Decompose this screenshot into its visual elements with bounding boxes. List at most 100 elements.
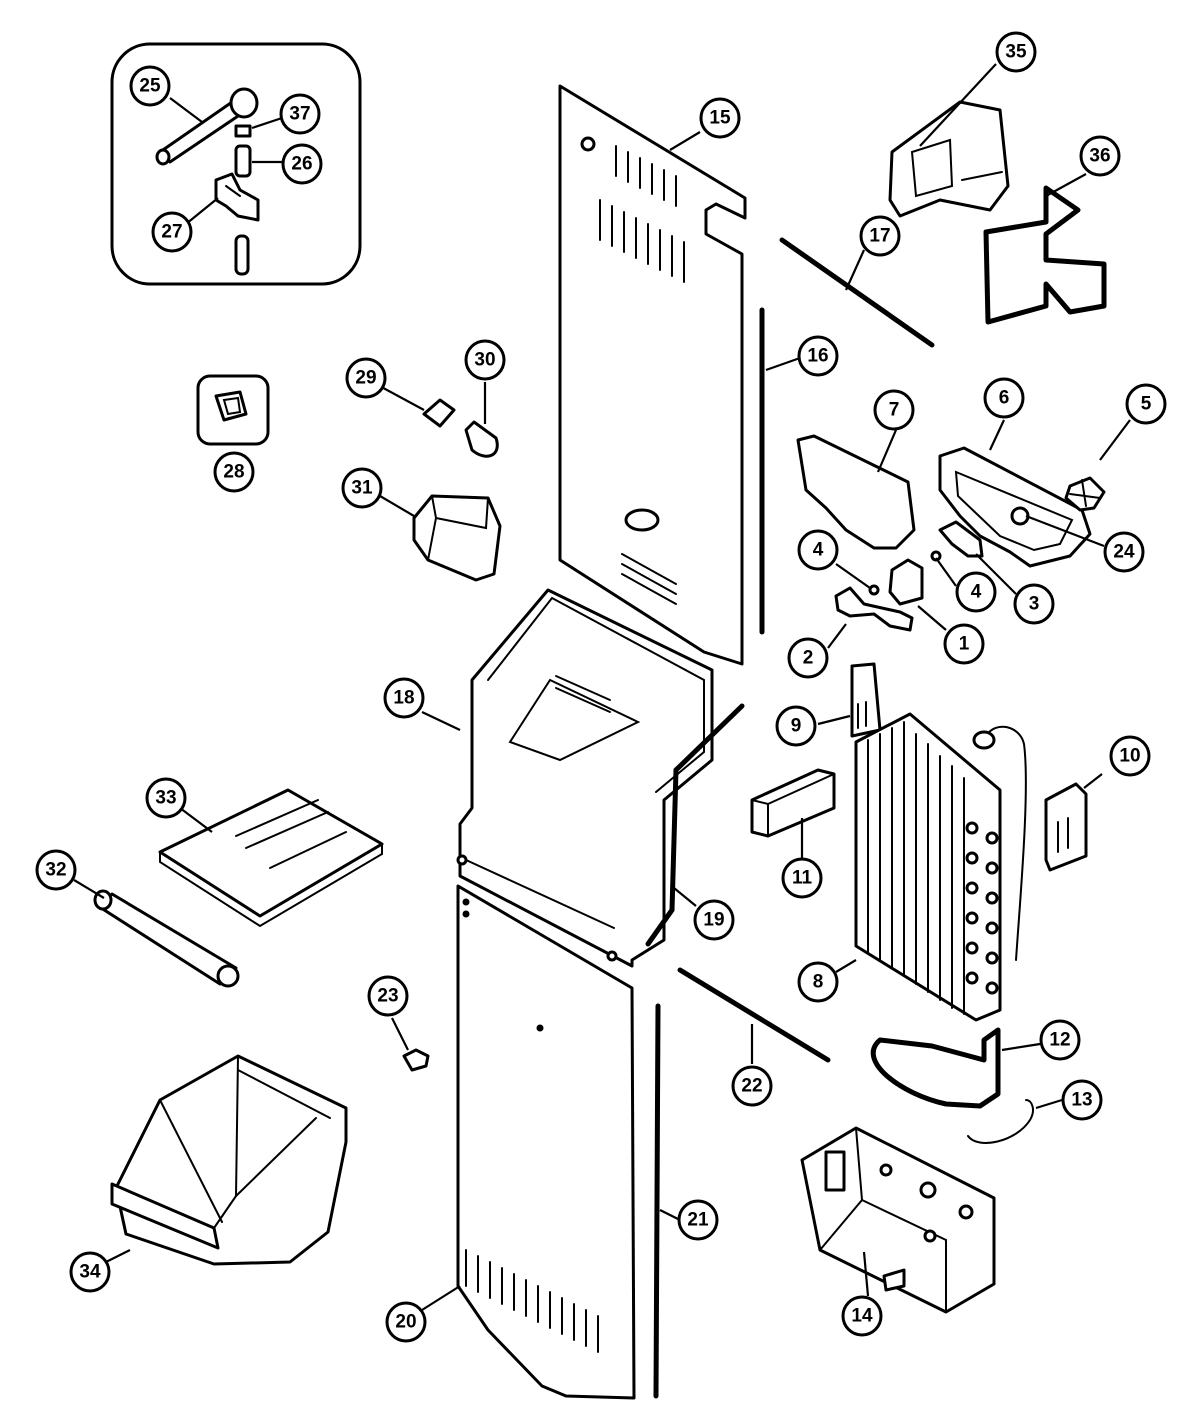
part-10-bracket	[1044, 782, 1088, 872]
part-8-evaporator	[854, 712, 1027, 1022]
callout-15: 15	[699, 97, 741, 139]
evaporator-tubes	[965, 821, 999, 995]
callout-29: 29	[345, 357, 387, 399]
part-25-tube	[155, 87, 259, 166]
callout-24: 24	[1103, 531, 1145, 573]
part-35-bracket	[888, 100, 1010, 218]
svg-text:8: 8	[813, 972, 824, 993]
callout-35: 35	[995, 31, 1037, 73]
callout-34: 34	[69, 1251, 111, 1293]
callout-9: 9	[775, 705, 817, 747]
callout-37: 37	[279, 93, 321, 135]
callout-1: 1	[943, 623, 985, 665]
svg-text:9: 9	[791, 716, 802, 737]
svg-text:25: 25	[139, 76, 161, 97]
callout-32: 32	[35, 849, 77, 891]
svg-text:33: 33	[155, 788, 176, 809]
callout-18: 18	[383, 677, 425, 719]
svg-text:20: 20	[395, 1312, 416, 1333]
svg-text:30: 30	[474, 350, 495, 371]
callout-11: 11	[781, 857, 823, 899]
leader-lines	[73, 63, 1131, 1311]
svg-text:5: 5	[1141, 394, 1152, 415]
callout-28: 28	[213, 451, 255, 493]
svg-text:27: 27	[161, 222, 182, 243]
svg-text:12: 12	[1049, 1030, 1070, 1051]
part-17-strip	[779, 237, 935, 348]
part-18-liner	[456, 588, 714, 968]
part-19-strip	[645, 703, 745, 947]
svg-text:15: 15	[709, 108, 731, 129]
callout-8: 8	[797, 961, 839, 1003]
part-13-wire	[967, 1099, 1034, 1144]
svg-text:34: 34	[79, 1262, 101, 1283]
part-22-strip	[677, 967, 831, 1063]
part-29-socket	[422, 398, 456, 428]
callout-10: 10	[1109, 735, 1151, 777]
svg-text:32: 32	[45, 860, 66, 881]
callouts: 1 2 3 4 4 5 6 7 8 9 10 11 12 13 14 15 16…	[35, 31, 1167, 1343]
svg-text:24: 24	[1113, 542, 1135, 563]
callout-4b: 4	[955, 571, 997, 613]
callout-19: 19	[693, 899, 735, 941]
part-5-fan-blade	[1064, 476, 1106, 512]
part-27-clip	[214, 172, 260, 222]
part-12-heater	[870, 1027, 1001, 1109]
callout-6: 6	[983, 377, 1025, 419]
part-30-bulb	[464, 420, 499, 458]
svg-text:35: 35	[1005, 42, 1027, 63]
part-4-screw-right	[930, 550, 942, 562]
callout-14: 14	[841, 1295, 883, 1337]
svg-text:2: 2	[803, 648, 814, 669]
part-31-light-cover	[412, 494, 502, 582]
part-32-roller	[93, 889, 240, 988]
svg-text:21: 21	[687, 1210, 709, 1231]
svg-text:23: 23	[377, 986, 398, 1007]
part-9-bracket	[850, 662, 882, 738]
svg-text:1: 1	[959, 634, 970, 655]
svg-text:26: 26	[291, 154, 312, 175]
svg-text:7: 7	[889, 400, 900, 421]
callout-30: 30	[464, 339, 506, 381]
callout-31: 31	[341, 467, 383, 509]
part-14-drain-pan	[800, 1126, 996, 1314]
lower-panel-vent-slots	[465, 1249, 599, 1353]
callout-26: 26	[281, 143, 323, 185]
svg-text:36: 36	[1089, 146, 1110, 167]
svg-text:31: 31	[351, 478, 373, 499]
part-7-duct	[796, 434, 916, 550]
part-6-fan-shroud	[938, 446, 1092, 568]
callout-20: 20	[385, 1301, 427, 1343]
part-34-bin	[110, 1054, 348, 1266]
svg-text:4: 4	[813, 540, 824, 561]
svg-text:28: 28	[223, 462, 244, 483]
panel-vent-slots	[599, 145, 685, 605]
part-11-block	[750, 768, 836, 838]
svg-text:17: 17	[869, 226, 890, 247]
svg-text:16: 16	[807, 346, 828, 367]
callout-2: 2	[787, 637, 829, 679]
svg-text:22: 22	[741, 1076, 762, 1097]
part-21-strip	[653, 1003, 661, 1399]
part-36-gasket	[983, 185, 1107, 325]
svg-text:10: 10	[1119, 746, 1140, 767]
callout-4a: 4	[797, 529, 839, 571]
callout-7: 7	[873, 389, 915, 431]
svg-text:19: 19	[703, 910, 724, 931]
callout-12: 12	[1039, 1019, 1081, 1061]
part-37-ring	[234, 124, 252, 138]
callout-5: 5	[1125, 383, 1167, 425]
svg-text:37: 37	[289, 104, 310, 125]
callout-13: 13	[1061, 1079, 1103, 1121]
part-3-bracket	[938, 520, 984, 558]
svg-text:13: 13	[1071, 1090, 1092, 1111]
svg-text:6: 6	[999, 388, 1010, 409]
svg-text:29: 29	[355, 368, 376, 389]
callout-22: 22	[731, 1065, 773, 1107]
part-23-plug	[402, 1048, 430, 1072]
callout-25: 25	[129, 65, 171, 107]
svg-text:4: 4	[971, 582, 982, 603]
part-20-lower-panel	[456, 884, 636, 1400]
part-28-switch	[196, 374, 270, 446]
